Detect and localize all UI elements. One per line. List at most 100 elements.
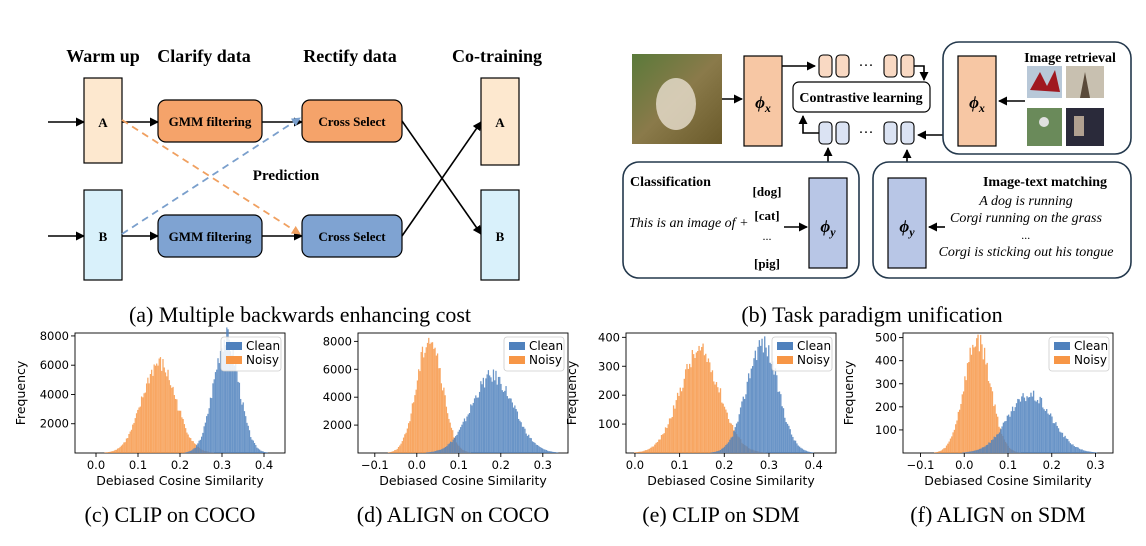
histogram-bar-clean (453, 437, 456, 453)
histogram-bar-clean (1036, 399, 1039, 453)
histogram-bar-noisy (710, 372, 712, 453)
histogram-bar-noisy (722, 403, 724, 453)
histogram-bar-clean (1039, 396, 1041, 453)
histogram-bar-noisy (938, 451, 940, 453)
retrieval-image-4-detail (1074, 116, 1084, 136)
histogram-bar-noisy (662, 434, 664, 453)
histogram-bar-clean (528, 434, 530, 453)
x-tick-label: 0.4 (255, 458, 273, 472)
histogram-bar-clean (490, 377, 492, 453)
histogram-bar-noisy (707, 358, 710, 453)
histogram-bar-clean (1065, 438, 1068, 453)
histogram-bar-clean (1055, 422, 1057, 453)
histogram-bar-clean (773, 374, 775, 453)
chart-caption: (d) ALIGN on COCO (357, 502, 550, 527)
histogram-bar-noisy (148, 383, 150, 453)
histogram-bar-clean (792, 436, 794, 453)
histogram-bar-clean (778, 391, 781, 453)
histogram-bar-noisy (442, 390, 444, 453)
histogram-bar-clean (710, 452, 712, 453)
histogram-bar-clean (189, 450, 191, 453)
histogram-bar-clean (772, 361, 774, 453)
legend-label-noisy: Noisy (797, 353, 830, 367)
histogram-bar-clean (224, 345, 227, 453)
histogram-bar-noisy (190, 438, 192, 453)
histogram-bar-noisy (430, 342, 432, 453)
histogram-bar-clean (458, 429, 461, 453)
x-tick-label: −0.1 (907, 458, 935, 472)
histogram-bar-noisy (640, 451, 643, 453)
histogram-bar-clean (250, 437, 252, 453)
histogram-bar-clean (804, 450, 806, 453)
histogram-bar-noisy (392, 451, 395, 453)
y-tick-label: 4000 (323, 390, 352, 404)
histogram-bar-noisy (134, 418, 136, 453)
histogram-bar-clean (782, 408, 785, 453)
histogram-bar-clean (238, 382, 241, 453)
gmm-filtering-label-top: GMM filtering (169, 114, 252, 129)
histogram-bar-noisy (128, 434, 130, 453)
histogram-bar-clean (433, 451, 435, 453)
histogram-bar-clean (507, 398, 510, 453)
histogram-bar-clean (486, 374, 488, 453)
histogram-bar-clean (746, 381, 748, 453)
cross-select-label-bottom: Cross Select (318, 229, 386, 244)
histogram-bar-noisy (706, 361, 708, 453)
histogram-bar-clean (1084, 450, 1086, 453)
histogram-bar-clean (722, 447, 724, 453)
histogram-bar-clean (436, 450, 438, 453)
histogram-bar-noisy (978, 351, 980, 453)
histogram-bar-clean (796, 443, 798, 453)
histogram-bar-noisy (956, 420, 958, 453)
histogram-bar-clean (1080, 449, 1082, 453)
histogram-bar-clean (541, 448, 544, 453)
histogram-bar-noisy (420, 352, 422, 453)
histogram-bar-clean (264, 452, 266, 453)
x-tick-label: 0.3 (1086, 458, 1104, 472)
histogram-bar-noisy (104, 452, 106, 453)
histogram-bar-clean (499, 376, 501, 453)
histogram-bar-clean (457, 431, 459, 453)
legend-label-noisy: Noisy (1074, 353, 1107, 367)
histogram-bar-noisy (157, 365, 159, 453)
histogram-bar-noisy (174, 398, 177, 453)
histogram-bar-clean (526, 435, 529, 453)
histogram-bar-noisy (191, 440, 193, 453)
histogram-bar-clean (202, 432, 204, 453)
histogram-bar-clean (471, 405, 473, 453)
histogram-bar-clean (428, 452, 430, 453)
histogram-bar-clean (1072, 444, 1074, 453)
histogram-bar-noisy (164, 372, 167, 453)
histogram-bar-noisy (138, 407, 140, 453)
histogram-bar-clean (534, 442, 536, 453)
histogram-bar-noisy (703, 355, 706, 453)
histogram-bar-clean (554, 452, 556, 453)
histogram-bar-clean (1008, 414, 1010, 453)
histogram-bar-noisy (961, 394, 963, 453)
arrow-image-tokens-to-contrastive (914, 65, 929, 81)
histogram-bar-noisy (695, 352, 698, 453)
histogram-bar-clean (713, 452, 715, 453)
histogram-bar-noisy (697, 351, 699, 453)
histogram-bar-clean (543, 449, 545, 453)
histogram-bar-clean (520, 422, 522, 453)
histogram-bar-noisy (444, 395, 446, 453)
histogram-bar-noisy (643, 450, 645, 453)
histogram-bar-clean (219, 351, 222, 453)
histogram-bar-noisy (168, 380, 170, 453)
histogram-bar-noisy (694, 358, 696, 453)
histogram-bar-noisy (167, 369, 169, 453)
histogram-bar-clean (470, 404, 472, 453)
histogram-bar-clean (985, 445, 987, 453)
histogram-bar-noisy (188, 437, 191, 453)
histogram-bar-clean (972, 450, 974, 453)
histogram-bar-noisy (683, 378, 685, 453)
histogram-bar-clean (800, 447, 802, 453)
y-tick-label: 8000 (323, 334, 352, 348)
histogram-bar-clean (229, 351, 232, 453)
histogram-bar-clean (802, 449, 805, 453)
histogram-bar-clean (478, 391, 481, 453)
x-tick-label: 0.4 (805, 458, 823, 472)
prompt-template-text: This is an image of + (629, 216, 749, 231)
